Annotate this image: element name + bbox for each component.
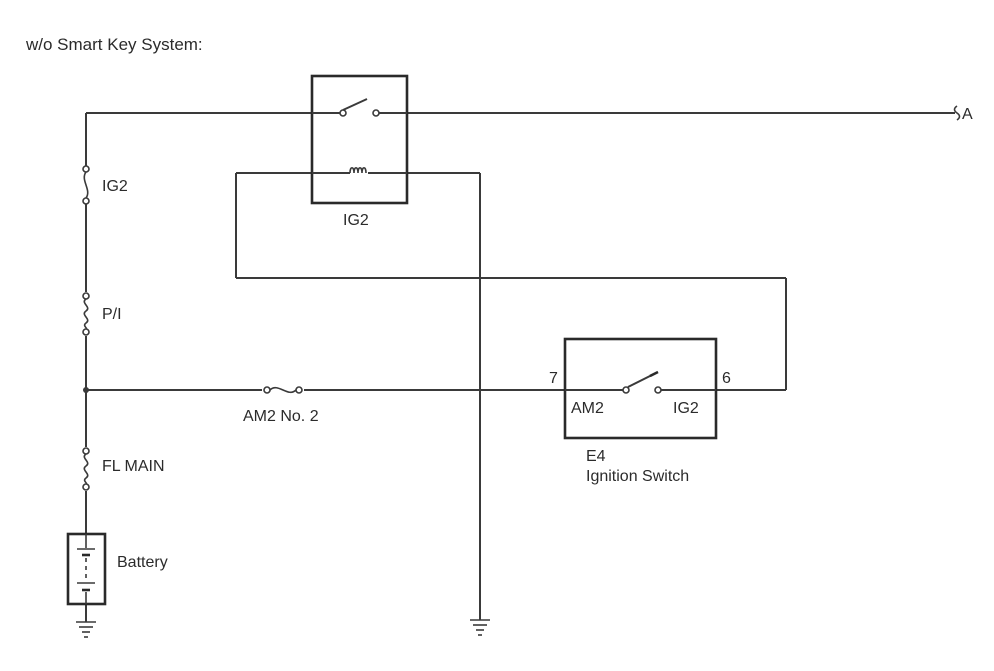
relay-contact-left	[339, 109, 347, 117]
ground-icon	[76, 621, 96, 638]
ignition-terminal-am2: AM2	[571, 400, 604, 417]
ignition-pin-6: 6	[722, 370, 731, 387]
battery-icon	[66, 532, 107, 606]
diagram-title: w/o Smart Key System:	[25, 35, 203, 54]
relay-switch-arm	[342, 98, 368, 111]
ignition-pin-7: 7	[549, 370, 558, 387]
relay-label: IG2	[343, 212, 369, 229]
fuse-am2-no2-label: AM2 No. 2	[243, 408, 319, 425]
fuse-ig2-label: IG2	[102, 178, 128, 195]
ignition-switch-name: Ignition Switch	[586, 468, 689, 485]
connector-a-icon	[953, 105, 961, 121]
fuse-fl-main-icon	[78, 447, 94, 491]
fuse-pi-icon	[78, 292, 94, 336]
ignition-contact-right	[654, 386, 662, 394]
ignition-contact-left	[622, 386, 630, 394]
connector-a-label: A	[962, 106, 973, 123]
ground-icon	[470, 619, 490, 636]
fuse-am2-no2-icon	[262, 383, 304, 397]
fuse-pi-label: P/I	[102, 306, 122, 323]
ignition-switch-code: E4	[586, 448, 606, 465]
ignition-terminal-ig2: IG2	[673, 400, 699, 417]
ignition-switch	[563, 337, 718, 440]
ignition-switch-arm	[627, 374, 653, 388]
fuse-ig2-icon	[80, 165, 92, 205]
fuse-fl-main-label: FL MAIN	[102, 458, 165, 475]
junction-dot	[83, 387, 89, 393]
ig2-relay	[310, 74, 409, 205]
relay-coil-icon	[349, 166, 367, 174]
battery-label: Battery	[117, 554, 168, 571]
relay-contact-right	[372, 109, 380, 117]
